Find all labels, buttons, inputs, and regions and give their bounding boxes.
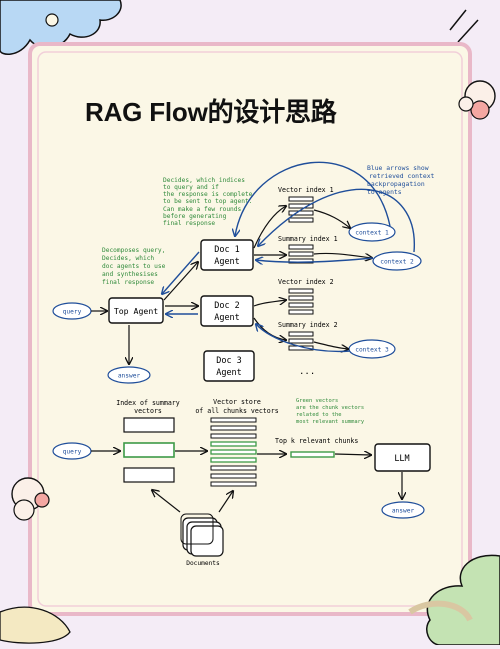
decompose-note-line: final response <box>102 279 154 286</box>
decompose-note-line: and synthesises <box>102 271 158 278</box>
more-indices-ellipsis: ... <box>299 367 315 377</box>
decor-right-flower <box>458 80 496 120</box>
top-agent-note-line: final response <box>163 220 215 227</box>
vector-index-2-label: Vector index 2 <box>278 278 334 286</box>
context3-oval: context 3 <box>348 339 396 359</box>
summary-index-1-label: Summary index 1 <box>278 235 338 243</box>
decor-bottom-right-cloud <box>408 554 500 646</box>
top-agent-note: Decides, which indices to query and if t… <box>163 177 253 227</box>
main-panel <box>28 42 472 616</box>
green-note-line: related to the <box>296 412 341 418</box>
vector-store-label: of all chunks vectors <box>195 407 278 415</box>
summary-index-2-stack <box>288 331 314 351</box>
context1-oval: context 1 <box>348 222 396 242</box>
top-agent-note-line: Can make a few rounds <box>163 206 242 213</box>
decompose-note-line: doc agents to use <box>102 263 166 270</box>
blue-arrows-note-line: to agents <box>367 188 402 196</box>
decor-top-right-leaves <box>449 9 479 43</box>
query-oval-top: query <box>52 302 92 320</box>
context3-label: context 3 <box>355 347 389 354</box>
top-agent-note-line: before generating <box>163 213 227 220</box>
context-backprop-arrows <box>162 161 415 353</box>
top-agent: Top Agent <box>108 297 164 324</box>
green-note-line: Green vectors <box>296 398 338 404</box>
summary-vectors-label: vectors <box>134 407 162 415</box>
top-agent-note-line: to be sent to top agent. <box>163 198 252 205</box>
doc3-agent-label: Agent <box>216 368 242 378</box>
green-note-line: are the chunk vectors <box>296 405 364 411</box>
summary-vectors-stack <box>123 417 175 483</box>
vector-index-1-stack <box>288 196 314 223</box>
decompose-note-line: Decides, which <box>102 255 154 262</box>
top-agent-note-line: the response is complete <box>163 191 253 198</box>
vector-store-label: Vector store <box>213 398 261 406</box>
blue-arrows-note-line: retrieved context <box>369 172 435 180</box>
blue-arrows-note-line: Blue arrows show <box>367 164 429 172</box>
doc1-agent-label: Doc 1 <box>214 245 240 255</box>
decompose-note: Decomposes query, Decides, which doc age… <box>102 247 166 286</box>
top-agent-note-line: Decides, which indices <box>163 177 245 184</box>
green-note-line: most relevant summary <box>296 419 365 425</box>
bottom-flow-arrows <box>91 451 402 513</box>
topk-label: Top k relevant chunks <box>275 437 358 445</box>
documents-icon <box>180 513 224 557</box>
answer-oval-top: answer <box>107 366 151 384</box>
vector-index-2-stack <box>288 288 314 315</box>
top-agent-note-line: to query and if <box>163 184 219 191</box>
top-agent-label: Top Agent <box>114 306 158 316</box>
decor-bottom-left-leaf <box>0 606 71 644</box>
answer-label: answer <box>118 373 141 380</box>
decompose-note-line: Decomposes query, <box>102 247 165 254</box>
context2-oval: context 2 <box>372 251 422 271</box>
context2-label: context 2 <box>380 259 414 266</box>
decor-top-left-cloud <box>0 0 122 55</box>
answer-oval-bottom: answer <box>381 501 425 519</box>
panel-inner-border <box>37 51 463 607</box>
query-oval-bottom: query <box>52 442 92 460</box>
doc2-agent-label: Agent <box>214 313 240 323</box>
blue-arrows-note-line: backpropagation <box>367 180 425 188</box>
llm-box: LLM <box>374 443 431 472</box>
doc3-agent-label: Doc 3 <box>216 356 242 366</box>
doc1-agent: Doc 1 Agent <box>200 239 254 271</box>
vector-store-stack <box>210 417 257 487</box>
answer-bottom-label: answer <box>392 508 415 515</box>
query-label: query <box>63 309 82 316</box>
summary-index-2-label: Summary index 2 <box>278 321 338 329</box>
doc1-agent-label: Agent <box>214 257 240 267</box>
topk-chunks-bar <box>290 451 335 458</box>
flow-arrows <box>91 206 372 364</box>
documents-label: Documents <box>186 560 220 567</box>
llm-label: LLM <box>394 454 409 464</box>
green-vectors-note: Green vectors are the chunk vectors rela… <box>296 398 365 425</box>
doc2-agent: Doc 2 Agent <box>200 295 254 327</box>
context1-label: context 1 <box>355 230 389 237</box>
summary-vectors-label: Index of summary <box>116 399 180 407</box>
query-bottom-label: query <box>63 449 82 456</box>
summary-index-1-stack <box>288 244 314 264</box>
page-title: RAG Flow的设计思路 <box>85 97 337 127</box>
doc2-agent-label: Doc 2 <box>214 301 240 311</box>
vector-index-1-label: Vector index 1 <box>278 186 334 194</box>
doc3-agent: Doc 3 Agent <box>203 350 255 382</box>
decor-left-flower <box>11 477 50 521</box>
